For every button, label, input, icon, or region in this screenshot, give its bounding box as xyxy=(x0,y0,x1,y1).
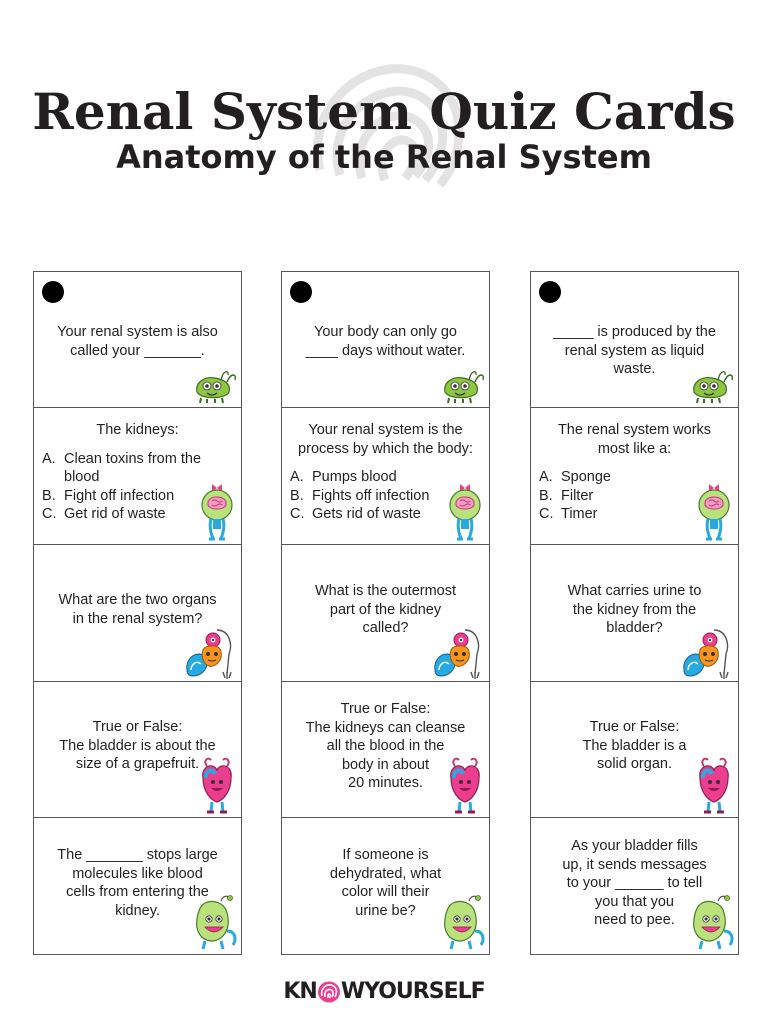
card-column: Your body can only go ____ days without … xyxy=(281,271,490,955)
green-bug-monster-icon xyxy=(191,366,237,409)
logo-text-left: KN xyxy=(283,979,317,1004)
option-text: Pumps blood xyxy=(312,469,397,486)
card-column: Your renal system is also called your __… xyxy=(33,271,242,955)
logo-text-right: WYOURSELF xyxy=(340,979,486,1004)
question-text: True or False: The kidneys can cleanse a… xyxy=(305,701,466,792)
option-letter: C. xyxy=(539,506,554,523)
quiz-card: What are the two organs in the renal sys… xyxy=(34,546,241,682)
answer-option: C. Gets rid of waste xyxy=(290,505,449,524)
answer-option: A. Sponge xyxy=(539,468,698,487)
quiz-card: What is the outermost part of the kidney… xyxy=(282,546,489,682)
question-text: True or False: The bladder is a solid or… xyxy=(582,719,687,773)
answer-option: A. Pumps blood xyxy=(290,468,449,487)
multiple-choice-question: Your renal system is the process by whic… xyxy=(290,421,473,524)
question-text: If someone is dehydrated, what color wil… xyxy=(329,847,442,919)
multiple-choice-question: The kidneys: A. Clean toxins from the bloo… xyxy=(42,421,201,524)
answer-option: A. Clean toxins from the blood xyxy=(42,450,201,487)
quiz-card: What carries urine to the kidney from th… xyxy=(531,546,738,682)
know-yourself-logo: KN WYOURSELF xyxy=(0,975,768,1009)
question-text: As your bladder fills up, it sends messa… xyxy=(562,838,707,929)
option-text: Timer xyxy=(561,506,598,523)
option-text: Fights off infection xyxy=(312,487,430,504)
green-bug-monster-icon xyxy=(439,366,485,409)
question-text: What carries urine to the kidney from th… xyxy=(567,583,702,637)
option-text: Fight off infection xyxy=(64,487,175,504)
option-letter: C. xyxy=(290,506,305,523)
quiz-card: True or False: The kidneys can cleanse a… xyxy=(282,682,489,818)
option-text: Filter xyxy=(561,487,594,504)
answer-option: B. Filter xyxy=(539,487,698,506)
question-text: Your renal system is also called your __… xyxy=(57,324,218,359)
fingerprint-watermark-icon xyxy=(313,64,464,188)
heart-monster-icon xyxy=(694,756,734,821)
card-column: _____ is produced by the renal system as… xyxy=(530,271,739,955)
quiz-card: The _______ stops large molecules like b… xyxy=(34,819,241,955)
quiz-card: True or False: The bladder is about the … xyxy=(34,682,241,818)
option-letter: B. xyxy=(290,487,304,504)
quiz-card: If someone is dehydrated, what color wil… xyxy=(282,819,489,955)
quiz-card: _____ is produced by the renal system as… xyxy=(531,272,738,408)
answer-option: C. Get rid of waste xyxy=(42,505,201,524)
question-text: The _______ stops large molecules like b… xyxy=(57,847,218,919)
kidney-monster-icon xyxy=(431,624,485,685)
question-stem: Your renal system is the process by whic… xyxy=(298,422,473,457)
option-letter: A. xyxy=(539,469,553,486)
question-stem: The renal system works most like a: xyxy=(557,422,712,457)
option-text: Clean toxins from the blood xyxy=(64,450,202,486)
brain-monster-icon xyxy=(199,481,235,548)
punch-hole-icon xyxy=(42,281,64,303)
antenna-monster-icon xyxy=(439,891,487,958)
punch-hole-icon xyxy=(539,281,561,303)
quiz-card: Your body can only go ____ days without … xyxy=(282,272,489,408)
option-letter: B. xyxy=(539,487,553,504)
multiple-choice-question: The renal system works most like a:A. Spo… xyxy=(539,421,711,524)
question-text: _____ is produced by the renal system as… xyxy=(553,324,716,378)
answer-option: B. Fight off infection xyxy=(42,487,201,506)
punch-hole-icon xyxy=(290,281,312,303)
heart-monster-icon xyxy=(197,756,237,821)
option-letter: A. xyxy=(290,469,304,486)
brain-monster-icon xyxy=(447,481,483,548)
quiz-card: True or False: The bladder is a solid or… xyxy=(531,682,738,818)
answer-option: B. Fights off infection xyxy=(290,487,449,506)
green-bug-monster-icon xyxy=(688,366,734,409)
heart-monster-icon xyxy=(445,756,485,821)
answer-option: C. Timer xyxy=(539,505,698,524)
question-text: Your body can only go ____ days without … xyxy=(305,324,466,359)
quiz-card: Your renal system is the process by whic… xyxy=(282,409,489,545)
fingerprint-o-icon xyxy=(317,981,340,1003)
antenna-monster-icon xyxy=(688,891,736,958)
option-letter: B. xyxy=(42,487,56,504)
quiz-card: The renal system works most like a:A. Spo… xyxy=(531,409,738,545)
kidney-monster-icon xyxy=(680,624,734,685)
option-text: Gets rid of waste xyxy=(312,506,421,523)
option-text: Sponge xyxy=(561,469,611,486)
question-stem: The kidneys: xyxy=(96,422,179,438)
antenna-monster-icon xyxy=(191,891,239,958)
option-text: Get rid of waste xyxy=(64,506,166,523)
question-text: What are the two organs in the renal sys… xyxy=(58,592,217,627)
kidney-monster-icon xyxy=(183,624,237,685)
option-letter: C. xyxy=(42,506,57,523)
quiz-card: The kidneys: A. Clean toxins from the bloo… xyxy=(34,409,241,545)
page-title: Renal System Quiz Cards xyxy=(32,82,736,141)
quiz-card: As your bladder fills up, it sends messa… xyxy=(531,819,738,955)
page-subtitle: Anatomy of the Renal System xyxy=(116,138,652,176)
option-letter: A. xyxy=(42,450,56,467)
brain-monster-icon xyxy=(696,481,732,548)
question-text: What is the outermost part of the kidney… xyxy=(314,583,457,637)
quiz-card: Your renal system is also called your __… xyxy=(34,272,241,408)
question-text: True or False: The bladder is about the … xyxy=(59,719,216,773)
